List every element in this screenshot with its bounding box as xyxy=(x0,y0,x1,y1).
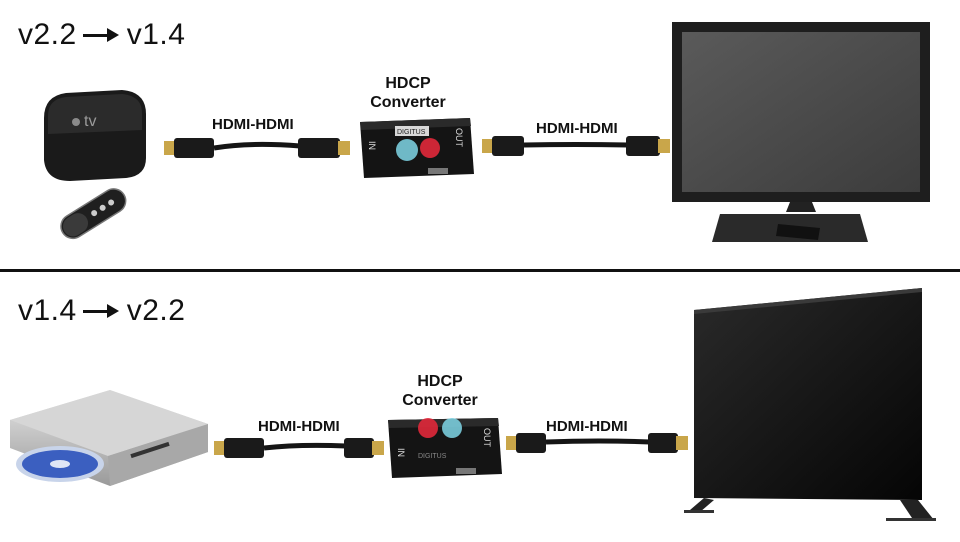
arrow-right-icon xyxy=(82,25,121,45)
converter-title: HDCP Converter xyxy=(366,74,450,112)
arrow-right-icon xyxy=(82,301,121,321)
version-heading: v1.4 v2.2 xyxy=(18,294,185,328)
remote-control xyxy=(60,188,127,240)
top-panel: v2.2 v1.4 tv xyxy=(0,0,960,270)
cable-label-right: HDMI-HDMI xyxy=(536,120,618,137)
apple-tv-logo: tv xyxy=(84,113,96,130)
dvd-player xyxy=(10,390,208,486)
led-indicator xyxy=(442,418,462,438)
hdcp-converter-device: DIGITUS IN OUT xyxy=(360,118,474,178)
version-to: v1.4 xyxy=(126,18,186,51)
converter-title-line1: HDCP xyxy=(385,75,431,92)
bottom-diagram-graphics: IN OUT DIGITUS xyxy=(10,288,936,521)
version-from: v1.4 xyxy=(18,294,77,327)
led-indicator xyxy=(420,138,440,158)
section-divider xyxy=(0,269,960,272)
hdmi-cable-left xyxy=(214,438,384,458)
converter-title-line1: HDCP xyxy=(417,373,463,390)
led-indicator xyxy=(418,418,438,438)
version-to: v2.2 xyxy=(126,294,186,327)
television-old xyxy=(672,22,930,242)
television-new xyxy=(684,288,936,521)
cable-label-left: HDMI-HDMI xyxy=(212,116,294,133)
converter-title-line2: Converter xyxy=(370,94,446,111)
version-heading: v2.2 v1.4 xyxy=(18,18,185,52)
top-diagram-graphics: tv DIGITUS IN OUT xyxy=(44,22,930,242)
hdmi-cable-left xyxy=(164,138,350,158)
port-in-label: IN xyxy=(367,141,377,150)
apple-logo-icon xyxy=(72,118,80,126)
port-in-label: IN xyxy=(396,448,406,457)
cable-label-right: HDMI-HDMI xyxy=(546,418,628,435)
hdcp-converter-device: IN OUT DIGITUS xyxy=(388,418,502,478)
hdmi-cable-right xyxy=(506,433,688,453)
led-indicator xyxy=(396,139,418,161)
version-from: v2.2 xyxy=(18,18,77,51)
apple-tv-box: tv xyxy=(44,90,146,181)
converter-brand: DIGITUS xyxy=(418,453,447,460)
converter-brand: DIGITUS xyxy=(397,129,426,136)
converter-title-line2: Converter xyxy=(402,392,478,409)
cable-label-left: HDMI-HDMI xyxy=(258,418,340,435)
port-out-label: OUT xyxy=(482,428,492,448)
bottom-panel: v1.4 v2.2 IN OUT xyxy=(0,272,960,542)
converter-title: HDCP Converter xyxy=(398,372,482,410)
hdmi-cable-right xyxy=(482,136,670,156)
port-out-label: OUT xyxy=(454,128,464,148)
